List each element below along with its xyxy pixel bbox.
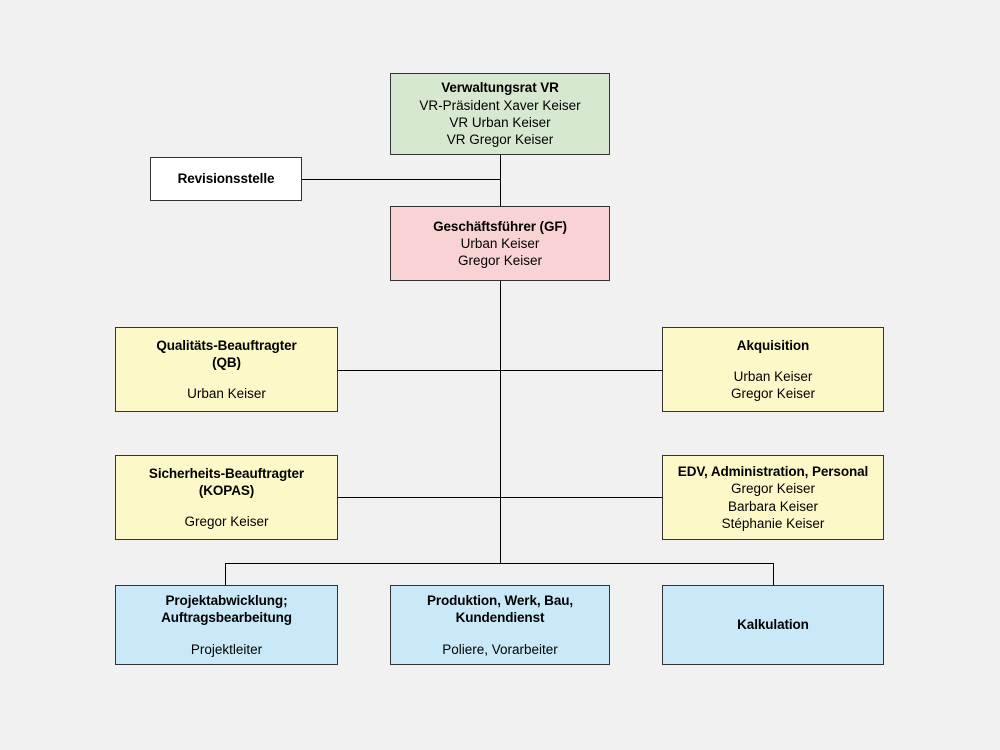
person-line: Urban Keiser <box>187 386 266 402</box>
person-line: Poliere, Vorarbeiter <box>442 641 558 657</box>
node-title-line: Akquisition <box>736 337 810 353</box>
node-people: Urban Keiser <box>187 385 266 402</box>
connector-bottom-bus <box>225 563 774 564</box>
person-line: Stéphanie Keiser <box>721 515 825 531</box>
node-people: Gregor Keiser <box>184 513 268 530</box>
connector-staff-row-1 <box>338 370 663 371</box>
person-line: Gregor Keiser <box>730 481 816 497</box>
person-line: Gregor Keiser <box>730 386 816 402</box>
node-title-line: Sicherheits-Beauftragter <box>148 465 305 481</box>
node-title-line: Kundendienst <box>455 610 545 626</box>
person-line: Gregor Keiser <box>184 514 269 530</box>
node-title: Sicherheits-Beauftragter (KOPAS) <box>149 465 304 500</box>
node-title: Projektabwicklung; Auftragsbearbeitung <box>161 592 292 627</box>
node-title-line: EDV, Administration, Personal <box>677 463 869 479</box>
node-title: Produktion, Werk, Bau, Kundendienst <box>427 592 573 627</box>
person-line: Urban Keiser <box>733 368 813 384</box>
person-line: Barbara Keiser <box>727 498 819 514</box>
node-title-line: Produktion, Werk, Bau, <box>426 593 574 609</box>
person-line: VR-Präsident Xaver Keiser <box>419 97 581 113</box>
node-people: Urban Keiser Gregor Keiser <box>458 235 542 270</box>
node-title-line: (KOPAS) <box>198 482 255 498</box>
node-title-line: Qualitäts-Beauftragter <box>156 337 297 353</box>
node-people: Urban Keiser Gregor Keiser <box>731 368 815 403</box>
node-title: Revisionsstelle <box>177 171 275 187</box>
node-title: EDV, Administration, Personal <box>677 463 869 480</box>
node-sicherheits-beauftragter[interactable]: Sicherheits-Beauftragter (KOPAS) Gregor … <box>115 455 338 540</box>
node-revisionsstelle[interactable]: Revisionsstelle <box>150 157 302 201</box>
node-title-line: Kalkulation <box>737 617 809 633</box>
connector-vr-to-gf <box>500 155 501 206</box>
connector-drop-projektabwicklung <box>225 563 226 585</box>
person-line: VR Urban Keiser <box>449 115 551 130</box>
node-people: Gregor Keiser Barbara Keiser Stéphanie K… <box>722 480 825 532</box>
node-people: Poliere, Vorarbeiter <box>442 641 558 658</box>
node-projektabwicklung[interactable]: Projektabwicklung; Auftragsbearbeitung P… <box>115 585 338 665</box>
node-qualitaets-beauftragter[interactable]: Qualitäts-Beauftragter (QB) Urban Keiser <box>115 327 338 412</box>
person-line: Urban Keiser <box>460 235 540 251</box>
connector-gf-trunk <box>500 281 501 563</box>
node-title: Kalkulation <box>737 616 809 633</box>
node-title: Qualitäts-Beauftragter (QB) <box>156 337 296 372</box>
node-verwaltungsrat[interactable]: Verwaltungsrat VR VR-Präsident Xaver Kei… <box>390 73 610 155</box>
node-title: Verwaltungsrat VR <box>441 80 559 96</box>
node-edv-administration-personal[interactable]: EDV, Administration, Personal Gregor Kei… <box>662 455 884 540</box>
node-title-line: Projektabwicklung; <box>165 593 288 609</box>
node-people: Projektleiter <box>191 641 262 658</box>
person-line: VR Gregor Keiser <box>446 132 554 148</box>
connector-drop-kalkulation <box>773 563 774 585</box>
connector-revisionsstelle <box>302 179 501 180</box>
person-line: Gregor Keiser <box>457 253 543 269</box>
node-title: Akquisition <box>736 337 810 354</box>
node-kalkulation[interactable]: Kalkulation <box>662 585 884 665</box>
node-geschaeftsfuehrer[interactable]: Geschäftsführer (GF) Urban Keiser Gregor… <box>390 206 610 281</box>
node-title-line: (QB) <box>212 354 241 370</box>
node-people: VR-Präsident Xaver Keiser VR Urban Keise… <box>419 97 580 149</box>
node-produktion[interactable]: Produktion, Werk, Bau, Kundendienst Poli… <box>390 585 610 665</box>
person-line: Projektleiter <box>190 641 263 657</box>
node-title: Geschäftsführer (GF) <box>433 218 567 234</box>
connector-staff-row-2 <box>338 497 663 498</box>
node-akquisition[interactable]: Akquisition Urban Keiser Gregor Keiser <box>662 327 884 412</box>
node-title-line: Auftragsbearbeitung <box>161 610 292 626</box>
